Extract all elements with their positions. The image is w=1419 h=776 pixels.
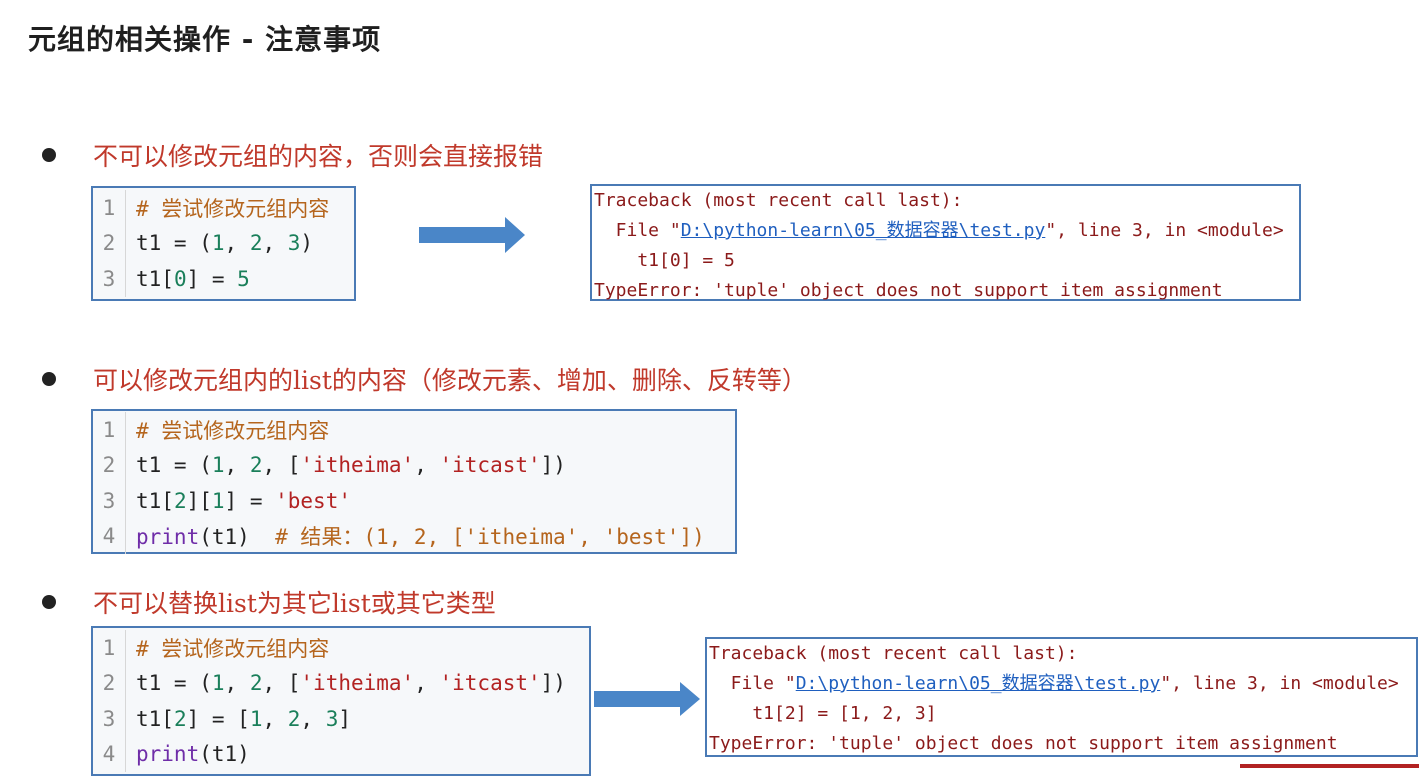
traceback-box-2: Traceback (most recent call last): File … <box>705 637 1418 757</box>
right-arrow-icon <box>419 217 525 253</box>
line-number: 1 <box>93 190 126 226</box>
code-line: 2 t1 = (1, 2, ['itheima', 'itcast']) <box>93 447 735 483</box>
code-line: 3 t1[2][1] = 'best' <box>93 483 735 519</box>
code-line: 1 # 尝试修改元组内容 <box>93 630 589 666</box>
bullet-dot-icon <box>42 148 56 162</box>
traceback-code-line: t1[0] = 5 <box>594 250 735 271</box>
bullet-dot-icon <box>42 595 56 609</box>
code-text: print(t1) # 结果：(1, 2, ['itheima', 'best'… <box>136 525 705 550</box>
code-text: t1 = (1, 2, ['itheima', 'itcast']) <box>136 671 566 696</box>
bullet-text: 可以修改元组内的list的内容（修改元素、增加、删除、反转等） <box>93 366 807 395</box>
code-line: 4 print(t1) <box>93 736 589 772</box>
traceback-file-line: File "D:\python-learn\05_数据容器\test.py", … <box>594 220 1284 241</box>
line-number: 1 <box>93 412 126 448</box>
code-comment: # 尝试修改元组内容 <box>136 196 330 221</box>
traceback-code-line: t1[2] = [1, 2, 3] <box>709 703 937 724</box>
code-text: t1 = (1, 2, ['itheima', 'itcast']) <box>136 453 566 478</box>
line-number: 3 <box>93 701 126 737</box>
bullet-text: 不可以修改元组的内容，否则会直接报错 <box>93 142 544 171</box>
right-arrow-icon <box>594 682 700 716</box>
code-line: 1 # 尝试修改元组内容 <box>93 190 354 226</box>
line-number: 2 <box>93 447 126 483</box>
code-block-3: 1 # 尝试修改元组内容 2 t1 = (1, 2, ['itheima', '… <box>91 626 591 776</box>
code-text: t1 = (1, 2, 3) <box>136 231 314 256</box>
file-link[interactable]: D:\python-learn\05_数据容器\test.py <box>795 673 1161 694</box>
code-line: 2 t1 = (1, 2, 3) <box>93 225 354 261</box>
code-text: t1[0] = 5 <box>136 266 250 291</box>
traceback-box-1: Traceback (most recent call last): File … <box>590 184 1301 301</box>
accent-bar <box>1240 764 1419 768</box>
code-block-2: 1 # 尝试修改元组内容 2 t1 = (1, 2, ['itheima', '… <box>91 409 737 554</box>
traceback-error: TypeError: 'tuple' object does not suppo… <box>709 733 1338 754</box>
traceback-file-line: File "D:\python-learn\05_数据容器\test.py", … <box>709 673 1399 694</box>
traceback-header: Traceback (most recent call last): <box>709 643 1078 664</box>
traceback-header: Traceback (most recent call last): <box>594 190 963 211</box>
traceback-error: TypeError: 'tuple' object does not suppo… <box>594 280 1223 301</box>
line-number: 2 <box>93 665 126 701</box>
bullet-text: 不可以替换list为其它list或其它类型 <box>93 589 496 618</box>
line-number: 4 <box>93 518 126 554</box>
code-text: t1[2] = [1, 2, 3] <box>136 706 352 731</box>
code-text: t1[2][1] = 'best' <box>136 488 351 513</box>
code-comment: # 尝试修改元组内容 <box>136 418 330 443</box>
line-number: 3 <box>93 261 126 297</box>
code-comment: # 尝试修改元组内容 <box>136 636 330 661</box>
line-number: 3 <box>93 483 126 519</box>
code-line: 1 # 尝试修改元组内容 <box>93 412 735 448</box>
bullet-2: 可以修改元组内的list的内容（修改元素、增加、删除、反转等） <box>42 361 807 397</box>
code-line: 4 print(t1) # 结果：(1, 2, ['itheima', 'bes… <box>93 518 735 554</box>
bullet-3: 不可以替换list为其它list或其它类型 <box>42 584 496 620</box>
line-number: 1 <box>93 630 126 666</box>
code-line: 3 t1[2] = [1, 2, 3] <box>93 701 589 737</box>
code-line: 3 t1[0] = 5 <box>93 261 354 297</box>
line-number: 2 <box>93 225 126 261</box>
code-text: print(t1) <box>136 742 250 767</box>
page-title: 元组的相关操作 - 注意事项 <box>28 23 382 56</box>
line-number: 4 <box>93 736 126 772</box>
code-block-1: 1 # 尝试修改元组内容 2 t1 = (1, 2, 3) 3 t1[0] = … <box>91 186 356 301</box>
file-link[interactable]: D:\python-learn\05_数据容器\test.py <box>680 220 1046 241</box>
bullet-dot-icon <box>42 372 56 386</box>
code-line: 2 t1 = (1, 2, ['itheima', 'itcast']) <box>93 665 589 701</box>
bullet-1: 不可以修改元组的内容，否则会直接报错 <box>42 137 543 173</box>
